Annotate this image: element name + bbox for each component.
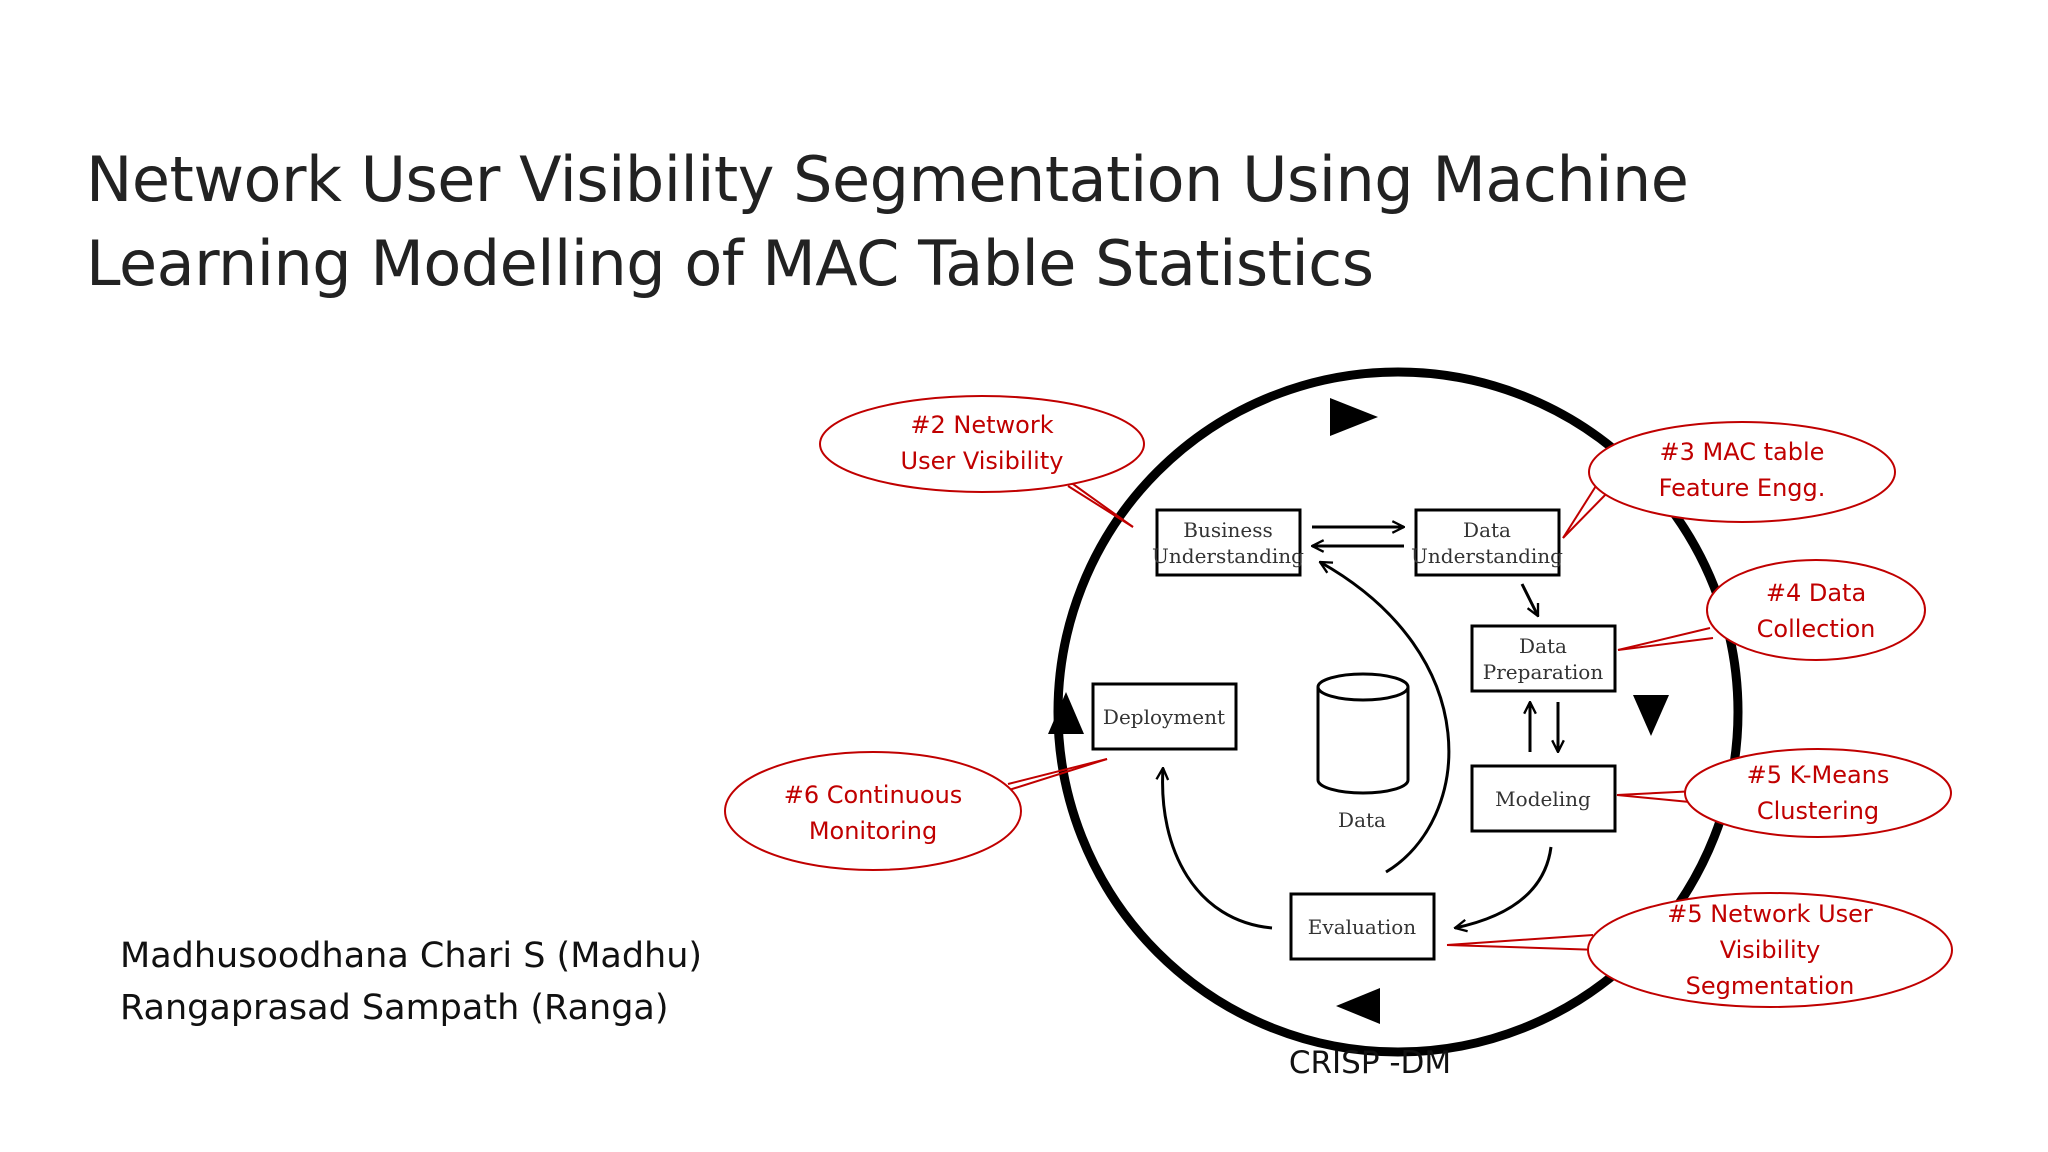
callout-line: #5 K-Means <box>1747 761 1890 789</box>
callout-line: Visibility <box>1720 936 1821 964</box>
arrow-understanding-to-preparation <box>1520 583 1540 616</box>
phase-label-line: Preparation <box>1483 660 1604 684</box>
callout-line: Clustering <box>1757 797 1879 825</box>
phase-label-line: Modeling <box>1495 787 1591 811</box>
title-line-1: Network User Visibility Segmentation Usi… <box>86 143 1689 216</box>
phase-deployment: Deployment <box>1091 682 1238 751</box>
callout-monitoring: #6 Continuous Monitoring <box>724 751 1022 871</box>
callout-line: #4 Data <box>1766 579 1866 607</box>
phase-data-understanding: Data Understanding <box>1411 508 1563 577</box>
callout-line: Collection <box>1757 615 1876 643</box>
callout-line: Feature Engg. <box>1659 474 1826 502</box>
diagram-caption: CRISP -DM <box>1288 1045 1452 1081</box>
author-2: Rangaprasad Sampath (Ranga) <box>120 988 669 1028</box>
cycle-arrow-bottom <box>1336 988 1380 1024</box>
arrow-evaluation-to-business <box>1320 560 1451 874</box>
phase-label-line: Understanding <box>1411 544 1563 568</box>
title-line-2: Learning Modelling of MAC Table Statisti… <box>86 227 1374 300</box>
cycle-arrow-left <box>1048 692 1084 734</box>
callout-line: #3 MAC table <box>1660 438 1825 466</box>
phase-label-line: Data <box>1519 634 1567 658</box>
callout-line: #2 Network <box>910 411 1053 439</box>
phase-evaluation: Evaluation <box>1289 892 1436 961</box>
callout-network-user-visibility: #2 Network User Visibility <box>819 395 1145 493</box>
author-1: Madhusoodhana Chari S (Madhu) <box>120 936 703 976</box>
callout-line: #6 Continuous <box>784 781 963 809</box>
slide-title: Network User Visibility Segmentation Usi… <box>86 138 1986 306</box>
phase-label-line: Business <box>1183 518 1272 542</box>
authors: Madhusoodhana Chari S (Madhu) Rangaprasa… <box>120 930 702 1034</box>
phase-label-line: Data <box>1463 518 1511 542</box>
callout-line: #5 Network User <box>1667 900 1873 928</box>
phase-modeling: Modeling <box>1470 764 1617 833</box>
callout-segmentation: #5 Network User Visibility Segmentation <box>1587 892 1953 1008</box>
callout-kmeans: #5 K-Means Clustering <box>1684 748 1952 838</box>
arrow-evaluation-to-deployment <box>1163 768 1273 930</box>
callout-data-collection: #4 Data Collection <box>1706 559 1926 661</box>
callout-pointers <box>987 477 1714 951</box>
cycle-arrow-top <box>1330 398 1378 436</box>
arrow-modeling-to-evaluation <box>1455 846 1553 928</box>
phase-data-preparation: Data Preparation <box>1470 624 1617 693</box>
callout-line: Segmentation <box>1686 972 1855 1000</box>
phase-label-line: Deployment <box>1103 705 1225 729</box>
callout-mac-table: #3 MAC table Feature Engg. <box>1588 421 1896 523</box>
data-store-label: Data <box>1338 808 1386 832</box>
phase-label-line: Understanding <box>1152 544 1304 568</box>
callout-line: User Visibility <box>901 447 1064 475</box>
phase-label-line: Evaluation <box>1308 915 1416 939</box>
cycle-arrow-right <box>1633 695 1669 736</box>
phase-business-understanding: Business Understanding <box>1152 508 1304 577</box>
data-store: Data <box>1316 672 1410 832</box>
callout-line: Monitoring <box>809 817 937 845</box>
